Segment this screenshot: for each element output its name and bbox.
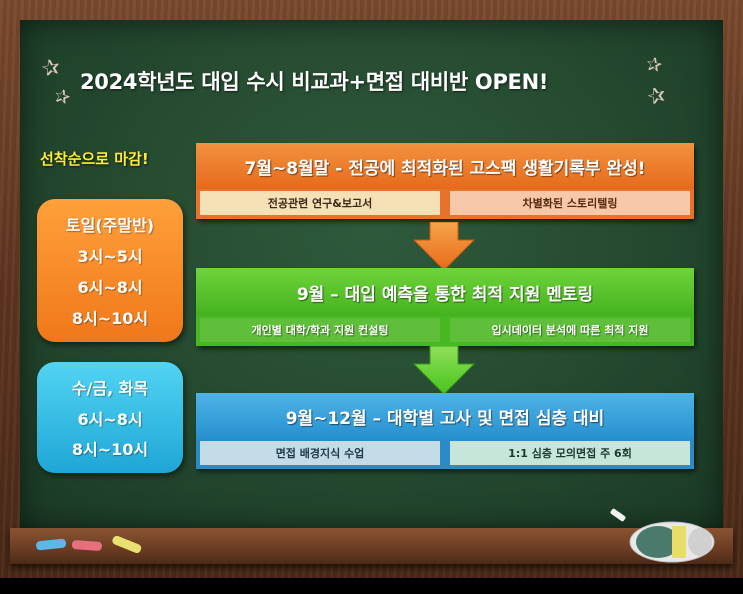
- weekday-schedule-box: 수/금, 화목 6시~8시 8시~10시: [37, 362, 183, 473]
- schedule-line: 6시~8시: [77, 409, 143, 429]
- arrow-down-icon: [412, 346, 476, 395]
- page-title: 2024학년도 대입 수시 비교과+면접 대비반 OPEN!: [80, 70, 549, 94]
- schedule-line: 6시~8시: [77, 278, 143, 297]
- schedule-line: 8시~10시: [71, 440, 149, 460]
- step-items: 면접 배경지식 수업 1:1 심층 모의면접 주 6회: [196, 439, 694, 469]
- step-item: 입시데이터 분석에 따른 최적 지원: [450, 318, 690, 342]
- step-item: 개인별 대학/학과 지원 컨설팅: [200, 318, 440, 342]
- step-box-2: 9월 – 대입 예측을 통한 최적 지원 멘토링 개인별 대학/학과 지원 컨설…: [196, 268, 694, 346]
- step-items: 개인별 대학/학과 지원 컨설팅 입시데이터 분석에 따른 최적 지원: [196, 316, 694, 346]
- schedule-line: 수/금, 화목: [71, 378, 149, 398]
- arrow-down-icon: [412, 222, 476, 271]
- step-item: 면접 배경지식 수업: [200, 441, 440, 465]
- weekend-schedule-box: 토일(주말반) 3시~5시 6시~8시 8시~10시: [37, 199, 183, 342]
- step-item: 차별화된 스토리텔링: [450, 191, 690, 215]
- schedule-line: 3시~5시: [77, 247, 143, 266]
- step-item: 전공관련 연구&보고서: [200, 191, 440, 215]
- step-items: 전공관련 연구&보고서 차별화된 스토리텔링: [196, 189, 694, 219]
- chalk-icon: [36, 535, 142, 554]
- step-title: 7월~8월말 - 전공에 최적화된 고스팩 생활기록부 완성!: [196, 143, 694, 189]
- step-title: 9월~12월 – 대학별 고사 및 면접 심층 대비: [196, 393, 694, 439]
- eraser-icon: [610, 508, 715, 563]
- step-box-1: 7월~8월말 - 전공에 최적화된 고스팩 생활기록부 완성! 전공관련 연구&…: [196, 143, 694, 219]
- step-title: 9월 – 대입 예측을 통한 최적 지원 멘토링: [196, 268, 694, 316]
- schedule-line: 8시~10시: [71, 309, 149, 328]
- schedule-line: 토일(주말반): [65, 216, 155, 235]
- first-come-notice: 선착순으로 마감!: [40, 150, 149, 168]
- step-item: 1:1 심층 모의면접 주 6회: [450, 441, 690, 465]
- step-box-3: 9월~12월 – 대학별 고사 및 면접 심층 대비 면접 배경지식 수업 1:…: [196, 393, 694, 469]
